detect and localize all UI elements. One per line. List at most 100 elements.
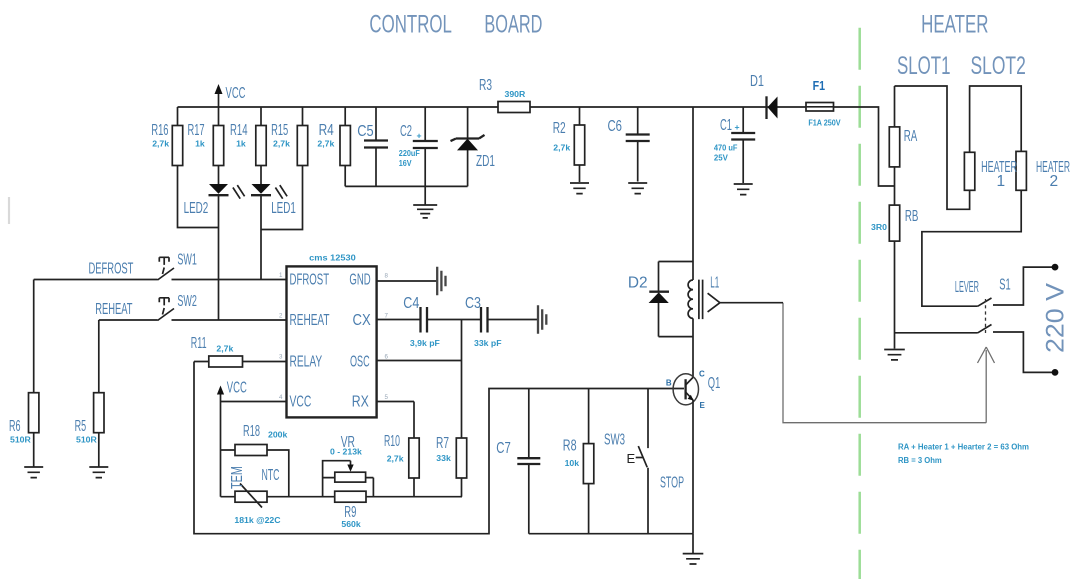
svg-text:C2: C2: [400, 123, 412, 140]
svg-text:F1A 250V: F1A 250V: [808, 117, 840, 127]
svg-text:R10: R10: [384, 433, 400, 450]
svg-text:L1: L1: [710, 274, 719, 291]
svg-text:ZD1: ZD1: [476, 153, 495, 170]
svg-text:2,7k: 2,7k: [216, 344, 233, 354]
svg-text:2,7k: 2,7k: [273, 139, 290, 149]
svg-text:R9: R9: [344, 504, 356, 521]
svg-text:10k: 10k: [565, 458, 580, 468]
svg-text:CX: CX: [353, 312, 372, 329]
svg-text:C: C: [699, 370, 705, 379]
svg-text:R7: R7: [436, 435, 449, 452]
svg-text:510R: 510R: [76, 435, 97, 445]
svg-text:C4: C4: [403, 295, 419, 312]
svg-text:+: +: [735, 122, 740, 132]
svg-text:NTC: NTC: [262, 467, 280, 484]
svg-text:3: 3: [279, 354, 283, 361]
svg-text:OSC: OSC: [350, 354, 370, 371]
svg-text:1: 1: [279, 272, 283, 279]
svg-text:R3: R3: [479, 77, 492, 94]
svg-text:cms 12530: cms 12530: [309, 253, 356, 263]
svg-text:181k @22C: 181k @22C: [234, 515, 281, 525]
svg-text:F1: F1: [813, 78, 825, 93]
svg-text:C7: C7: [496, 440, 511, 457]
svg-text:RELAY: RELAY: [290, 354, 323, 371]
svg-text:C3: C3: [465, 295, 481, 312]
svg-text:2,7k: 2,7k: [152, 139, 169, 149]
svg-text:R14: R14: [230, 122, 248, 139]
svg-text:2,7k: 2,7k: [317, 139, 334, 149]
svg-text:1k: 1k: [236, 139, 246, 149]
svg-text:R16: R16: [151, 122, 168, 139]
svg-text:LED1: LED1: [271, 200, 296, 217]
svg-text:C1: C1: [720, 117, 732, 134]
svg-text:D2: D2: [628, 275, 648, 292]
svg-text:RX: RX: [352, 394, 370, 411]
svg-text:1: 1: [997, 173, 1006, 190]
svg-text:VCC: VCC: [226, 85, 246, 102]
svg-text:VCC: VCC: [290, 394, 312, 411]
svg-text:REHEAT: REHEAT: [290, 312, 330, 329]
svg-text:220 V: 220 V: [1042, 283, 1070, 353]
svg-text:16V: 16V: [399, 158, 412, 168]
svg-text:R17: R17: [188, 122, 205, 139]
svg-text:RB = 3 Ohm: RB = 3 Ohm: [898, 455, 942, 465]
svg-text:560k: 560k: [341, 519, 360, 529]
svg-text:R2: R2: [553, 120, 566, 137]
svg-text:E: E: [700, 401, 706, 410]
svg-text:SW1: SW1: [177, 252, 197, 269]
svg-text:LEVER: LEVER: [955, 279, 979, 296]
svg-text:GND: GND: [349, 272, 370, 289]
svg-text:C5: C5: [357, 123, 373, 140]
svg-text:SW2: SW2: [177, 293, 197, 310]
svg-text:R8: R8: [563, 438, 577, 455]
svg-text:HEATER: HEATER: [921, 11, 988, 39]
svg-text:R18: R18: [243, 423, 260, 440]
svg-text:TEM: TEM: [229, 466, 246, 489]
svg-text:E: E: [627, 451, 636, 466]
svg-text:8: 8: [385, 273, 389, 280]
svg-text:BOARD: BOARD: [484, 11, 542, 39]
svg-text:220uF: 220uF: [399, 148, 420, 158]
svg-text:3,9k pF: 3,9k pF: [410, 338, 440, 348]
svg-text:R11: R11: [191, 335, 207, 352]
svg-text:SW3: SW3: [604, 432, 625, 449]
svg-text:2,7k: 2,7k: [387, 454, 404, 464]
svg-text:25V: 25V: [714, 153, 728, 163]
svg-text:HEATER: HEATER: [981, 159, 1017, 176]
svg-text:DEFROST: DEFROST: [89, 261, 134, 278]
svg-text:R4: R4: [319, 122, 334, 139]
svg-text:Q1: Q1: [708, 375, 721, 392]
svg-text:2: 2: [279, 313, 283, 320]
svg-text:R15: R15: [271, 122, 288, 139]
svg-text:470 uF: 470 uF: [714, 142, 738, 152]
svg-text:RA: RA: [904, 128, 918, 145]
svg-text:SLOT1: SLOT1: [897, 52, 951, 80]
svg-text:R6: R6: [9, 418, 21, 435]
svg-text:REHEAT: REHEAT: [95, 301, 133, 318]
svg-text:2: 2: [1050, 173, 1059, 190]
svg-text:LED2: LED2: [184, 200, 209, 217]
svg-text:HEATER: HEATER: [1036, 159, 1070, 176]
svg-text:7: 7: [385, 313, 389, 320]
svg-text:5: 5: [385, 394, 389, 401]
svg-text:33k: 33k: [436, 453, 451, 463]
svg-text:D1: D1: [750, 73, 764, 90]
svg-text:3R0: 3R0: [871, 222, 887, 232]
svg-text:VR: VR: [341, 434, 355, 451]
svg-text:S1: S1: [999, 277, 1010, 294]
svg-text:2,7k: 2,7k: [553, 142, 570, 152]
svg-text:390R: 390R: [505, 89, 526, 99]
svg-text:CONTROL: CONTROL: [369, 11, 452, 39]
svg-text:510R: 510R: [10, 435, 31, 445]
svg-text:1k: 1k: [195, 139, 205, 149]
svg-text:200k: 200k: [268, 430, 287, 440]
svg-text:6: 6: [385, 354, 389, 361]
svg-text:33k pF: 33k pF: [474, 338, 502, 348]
svg-text:VCC: VCC: [227, 380, 247, 397]
svg-text:C6: C6: [608, 118, 623, 135]
svg-text:0 - 213k: 0 - 213k: [330, 446, 362, 456]
svg-text:R5: R5: [75, 418, 87, 435]
svg-text:4: 4: [279, 394, 283, 401]
svg-text:STOP: STOP: [660, 475, 684, 492]
svg-text:+: +: [417, 131, 422, 141]
